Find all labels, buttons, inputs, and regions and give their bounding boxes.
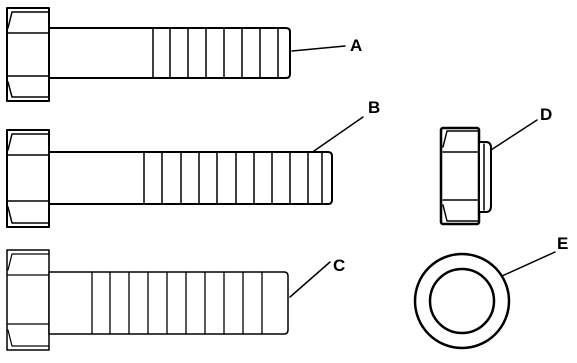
label-a-leader-line xyxy=(291,45,346,52)
bolt-b-threads xyxy=(143,151,323,205)
nut-d-collar xyxy=(478,141,492,213)
washer-e-hole xyxy=(428,267,496,335)
label-e-leader-line xyxy=(501,251,556,277)
label-c: C xyxy=(333,256,345,275)
nut-d-body xyxy=(439,126,481,226)
label-b: B xyxy=(368,98,380,117)
bolt-a-head xyxy=(6,7,50,102)
bolt-c-shank xyxy=(48,271,289,335)
bolt-b-head xyxy=(6,129,50,228)
bolt-a-threads xyxy=(152,27,279,79)
bolt-b-shank xyxy=(48,151,333,205)
label-c-leader-line xyxy=(289,261,331,298)
label-e: E xyxy=(557,234,568,253)
nut-d: D xyxy=(439,105,552,226)
bolt-c-head xyxy=(6,249,50,351)
bolt-c-threads xyxy=(91,271,263,335)
label-a: A xyxy=(350,36,362,55)
label-d: D xyxy=(540,105,552,124)
washer-e: E xyxy=(413,234,568,350)
label-d-leader-line xyxy=(490,119,538,151)
bolt-a: A xyxy=(6,7,362,102)
label-b-leader-line xyxy=(313,116,364,152)
bolt-b: B xyxy=(6,98,380,228)
bolt-c: C xyxy=(6,249,345,351)
